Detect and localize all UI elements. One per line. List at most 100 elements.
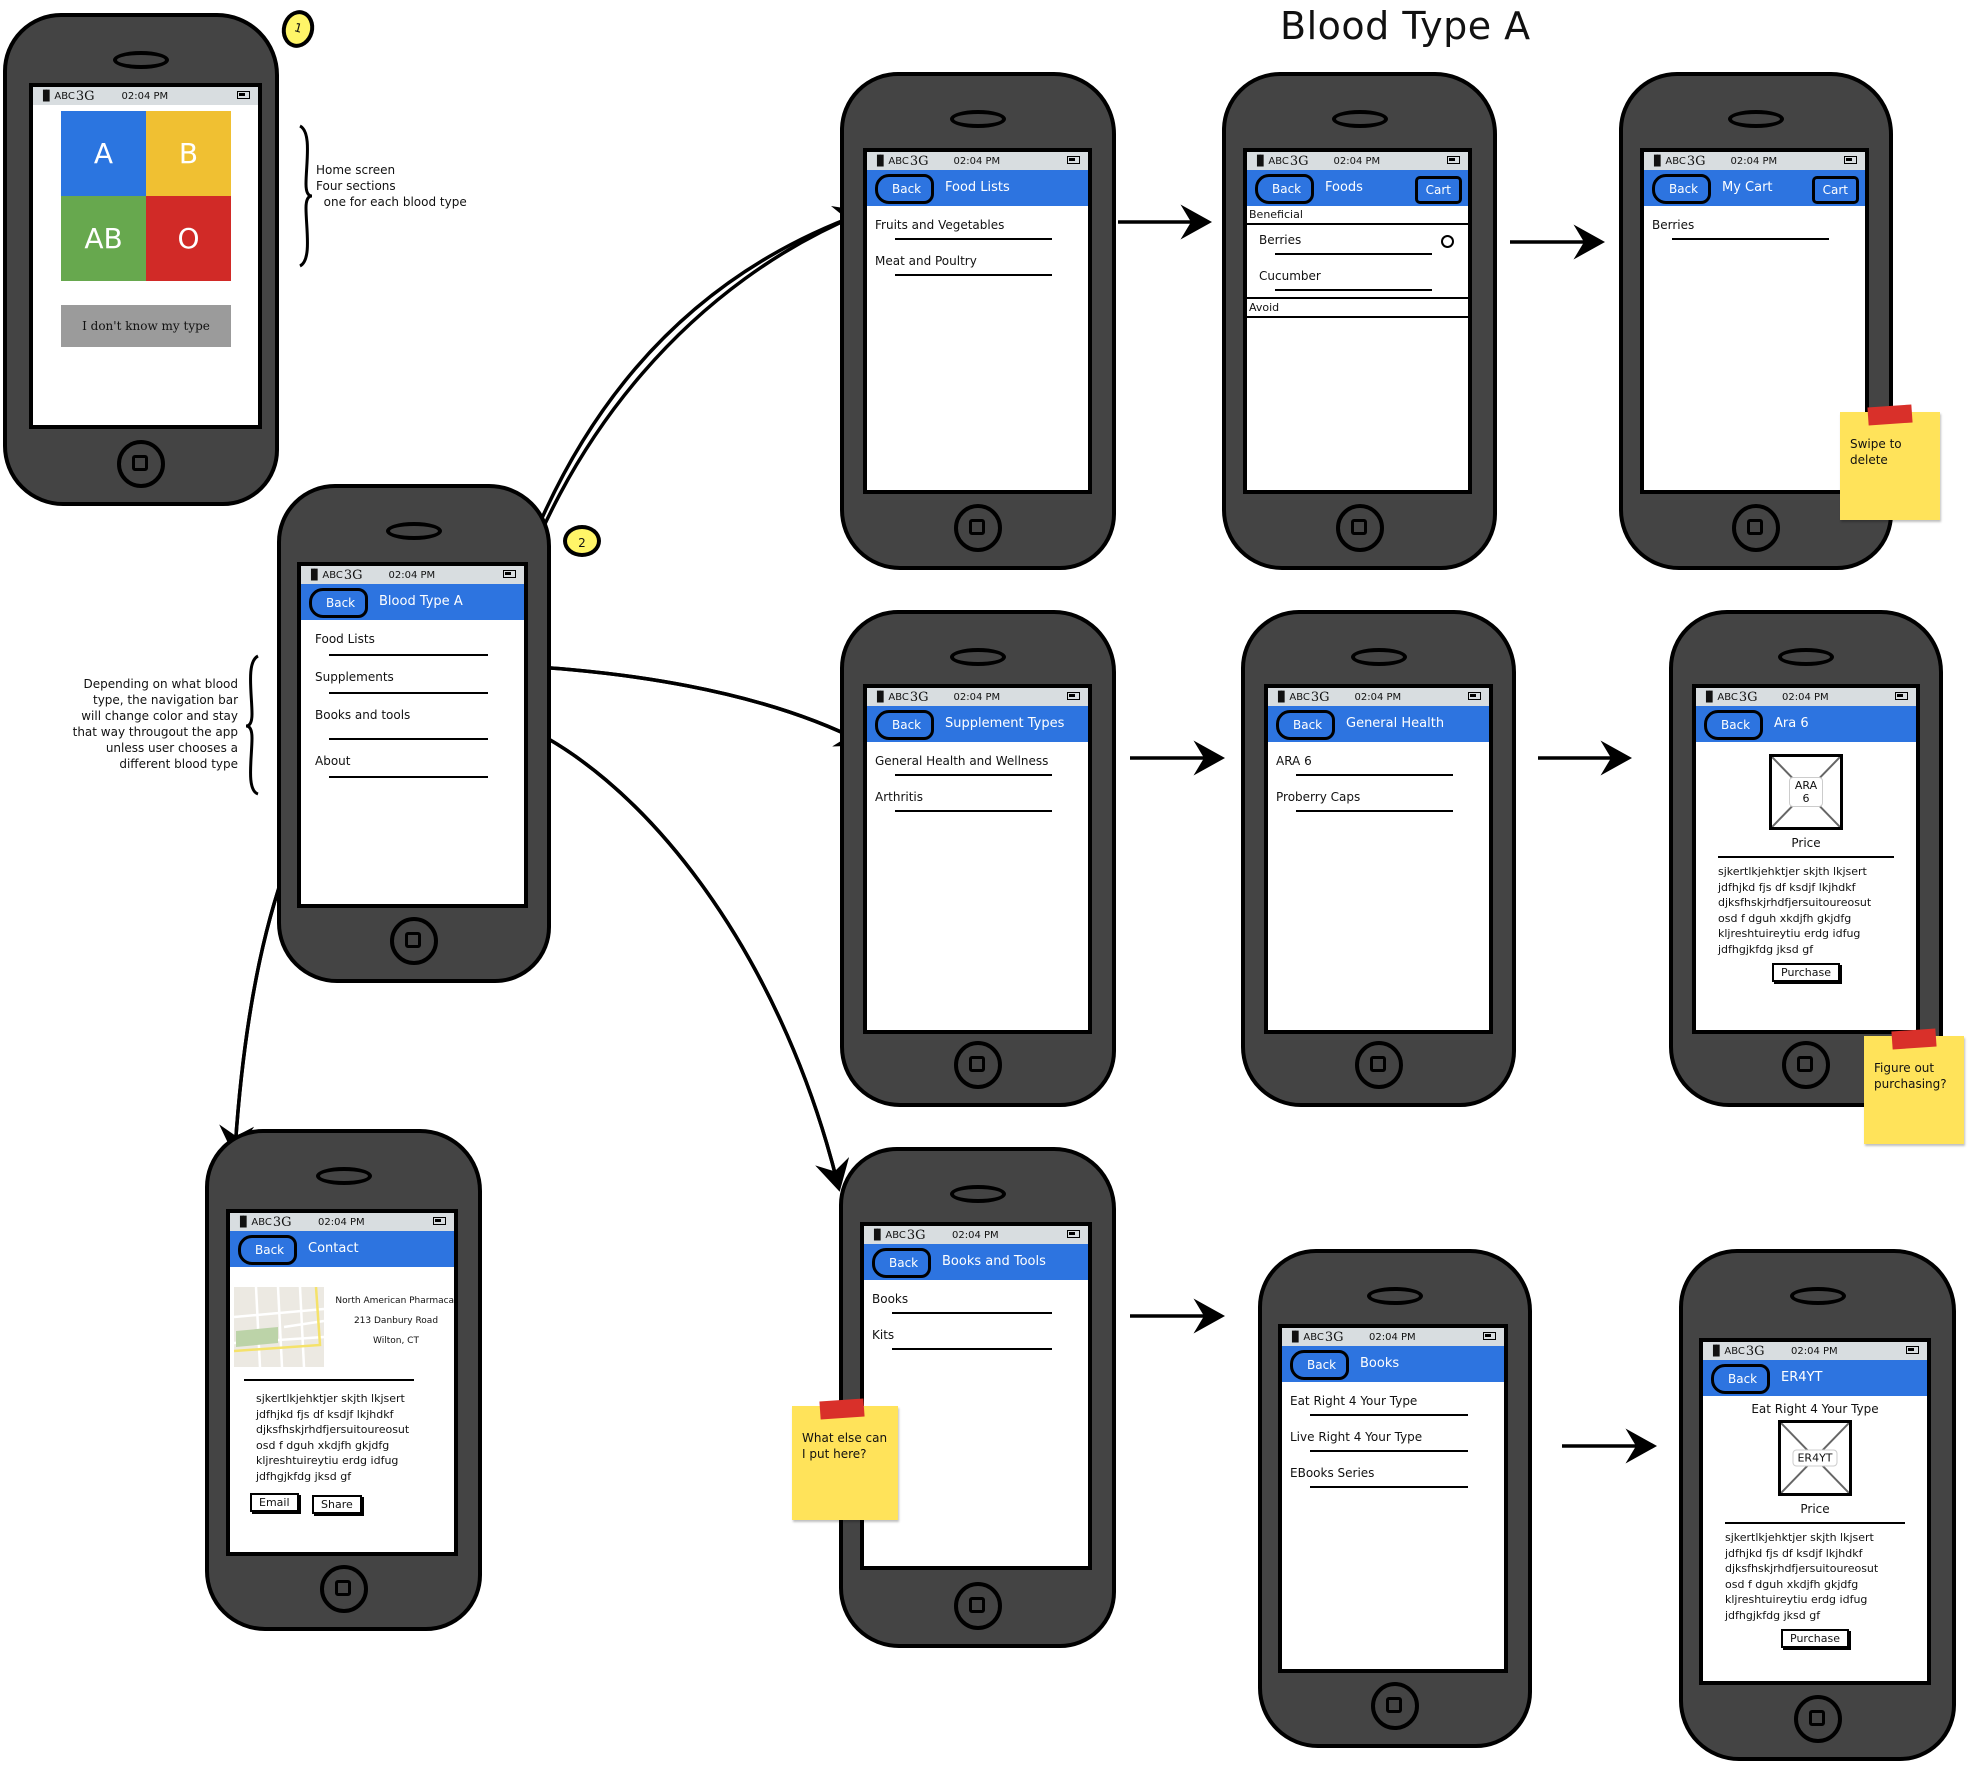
back-button[interactable]: Back [238,1235,298,1265]
home-button[interactable] [1782,1041,1830,1089]
speaker-icon [949,1185,1006,1203]
section-header-avoid: Avoid [1247,297,1468,318]
cart-button[interactable]: Cart [1414,176,1462,204]
list-item[interactable]: Eat Right 4 Your Type [1282,1386,1504,1422]
list-item-label: Eat Right 4 Your Type [1290,1394,1418,1408]
blood-type-tile[interactable]: O [146,196,231,281]
list-item[interactable]: Supplements [301,662,524,700]
home-button[interactable] [1732,504,1780,552]
home-button[interactable] [390,917,438,965]
list-item[interactable]: Live Right 4 Your Type [1282,1422,1504,1458]
list-item[interactable]: About [301,746,524,784]
back-button[interactable]: Back [872,1248,932,1278]
sticky-note-what-else: What else can I put here? [792,1398,898,1520]
tape [1891,1028,1937,1050]
list-item[interactable]: Arthritis [867,782,1088,818]
navigation-bar: Back Supplement Types [867,706,1088,742]
step-badge-2: 2 [563,525,601,557]
back-button[interactable]: Back [1255,174,1315,204]
list-item[interactable]: Fruits and Vegetables [867,210,1088,246]
status-time: 02:04 PM [318,1216,365,1228]
list-item[interactable]: Food Lists [301,624,524,662]
divider [1672,238,1829,240]
back-button[interactable]: Back [1276,710,1336,740]
list-item-label: Food Lists [315,632,375,646]
radio-button[interactable] [1441,235,1454,248]
home-button[interactable] [1371,1682,1419,1730]
back-button[interactable]: Back [875,174,935,204]
divider [1296,810,1453,812]
home-button[interactable] [1793,1695,1842,1743]
share-button[interactable]: Share [312,1495,362,1514]
cart-button[interactable]: Cart [1811,176,1859,204]
back-button[interactable]: Back [309,588,369,618]
home-button[interactable] [954,1041,1002,1089]
nav-title: My Cart [1722,180,1773,195]
list-item[interactable]: EBooks Series [1282,1458,1504,1494]
list-item[interactable]: Proberry Caps [1268,782,1489,818]
email-button[interactable]: Email [250,1493,299,1512]
back-button[interactable]: Back [1711,1364,1771,1394]
list-item[interactable]: Books [864,1284,1088,1320]
list-item[interactable]: Berries [1644,210,1865,246]
blood-type-tile[interactable]: A [61,111,146,196]
list-item[interactable]: General Health and Wellness [867,746,1088,782]
back-button[interactable]: Back [1704,710,1764,740]
blood-type-tile[interactable]: AB [61,196,146,281]
tape [1867,404,1913,426]
list-item[interactable]: Meat and Poultry [867,246,1088,282]
list-item[interactable]: ARA 6 [1268,746,1489,782]
divider [1310,1414,1468,1416]
arrow-supplements-back [499,663,869,747]
home-button[interactable] [319,1565,368,1613]
home-button[interactable] [953,1582,1002,1630]
purchase-button[interactable]: Purchase [1772,963,1840,982]
list-item-label: Arthritis [875,790,924,804]
list-item[interactable]: Berries [1247,225,1468,261]
battery-icon [1067,692,1080,700]
signal-icon: ▐▌ [236,1216,250,1228]
home-button[interactable] [954,504,1002,552]
home-button[interactable] [1354,1041,1403,1089]
signal-icon: ▐▌ [1274,691,1288,703]
list-item[interactable]: Cucumber [1247,261,1468,297]
divider [1310,1486,1468,1488]
list-item-label: Live Right 4 Your Type [1290,1430,1423,1444]
network-label: 3G [75,88,95,104]
back-button[interactable]: Back [1290,1350,1350,1380]
home-button[interactable] [117,440,165,488]
description-text: sjkertlkjehktjer skjth lkjsert jdfhjkd f… [256,1392,410,1483]
home-button[interactable] [1335,504,1384,552]
list-item-label: ARA 6 [1276,754,1312,768]
battery-icon [1895,692,1908,700]
network-label: 3G [1310,689,1330,705]
divider [1718,856,1894,858]
blood-type-tile[interactable]: B [146,111,231,196]
map-thumbnail[interactable] [233,1286,325,1368]
step-badge-1: 1 [277,6,319,52]
purchase-button[interactable]: Purchase [1781,1629,1849,1648]
nav-title: Food Lists [945,180,1010,195]
navbar-annotation: Depending on what blood type, the naviga… [72,677,238,771]
list-item[interactable]: Kits [864,1320,1088,1356]
back-button[interactable]: Back [875,710,935,740]
arrow-books-tools [498,710,840,1186]
status-time: 02:04 PM [1333,155,1381,167]
list-item[interactable]: Books and tools [301,700,524,746]
nav-title: Supplement Types [945,716,1065,731]
dont-know-button[interactable]: I don't know my type [61,305,231,347]
signal-icon: ▐▌ [1288,1331,1302,1343]
back-button[interactable]: Back [1652,174,1712,204]
carrier-label: ABC [888,155,909,167]
